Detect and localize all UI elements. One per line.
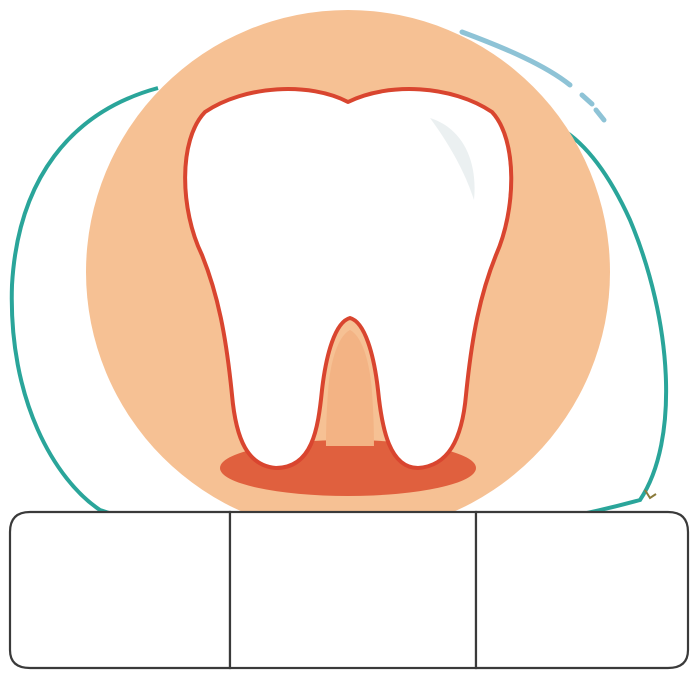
answer-boxes: [10, 512, 688, 668]
answer-box-3[interactable]: [476, 512, 688, 668]
answer-box-1[interactable]: [10, 512, 230, 668]
answer-box-2[interactable]: [230, 512, 476, 668]
small-mark: [645, 490, 656, 498]
